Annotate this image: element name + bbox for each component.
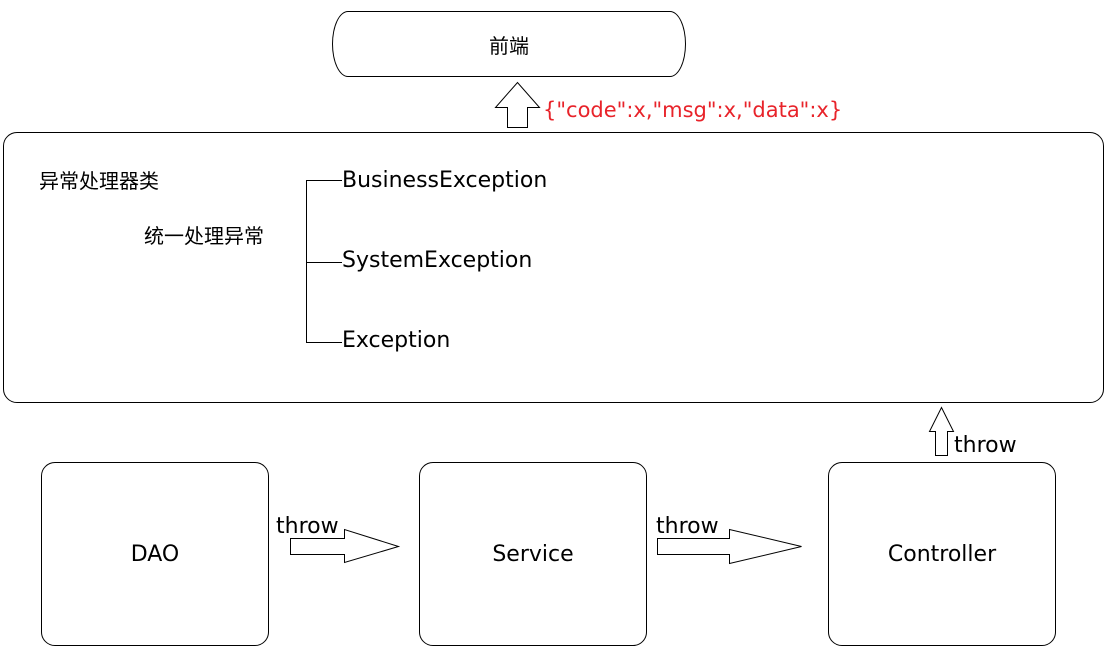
service-node: Service: [419, 462, 647, 646]
exception-handler-node: [3, 132, 1104, 403]
exception-item-business: BusinessException: [342, 168, 548, 193]
flow-label-service-controller: throw: [656, 514, 719, 539]
handler-title: 异常处理器类: [39, 169, 159, 193]
response-format-label: {"code":x,"msg":x,"data":x}: [543, 98, 843, 122]
exception-item-generic: Exception: [342, 328, 451, 353]
dao-label: DAO: [130, 541, 180, 567]
service-label: Service: [492, 541, 574, 567]
flow-label-dao-service: throw: [276, 514, 339, 539]
exception-item-system: SystemException: [342, 248, 533, 273]
controller-label: Controller: [887, 541, 997, 567]
dao-node: DAO: [41, 462, 269, 646]
controller-node: Controller: [828, 462, 1056, 646]
up-arrow-handler-to-frontend: [494, 81, 541, 128]
frontend-label: 前端: [489, 33, 529, 58]
handler-subtitle: 统一处理异常: [144, 224, 264, 248]
flow-label-controller-handler: throw: [954, 433, 1017, 458]
frontend-node: 前端: [332, 11, 686, 77]
up-arrow-controller-to-handler: [928, 406, 955, 456]
